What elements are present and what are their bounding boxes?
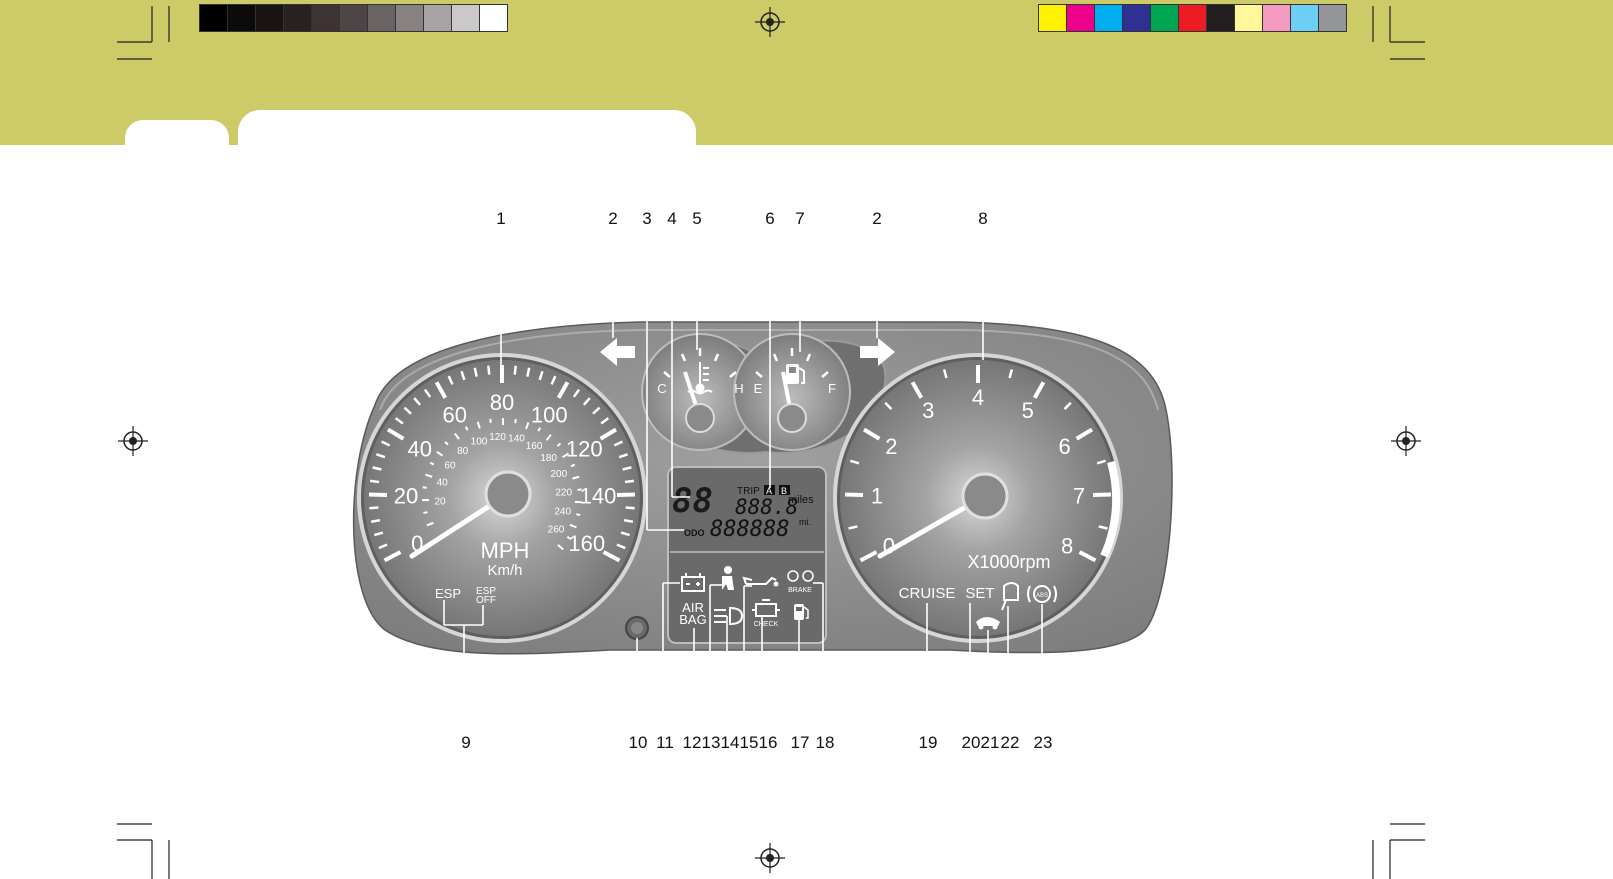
registration-target — [118, 426, 148, 456]
callout-label-7: 7 — [795, 209, 804, 228]
speedometer-tick — [625, 481, 634, 482]
speedometer-tick — [624, 520, 633, 522]
speedometer-kmh-tick — [576, 514, 580, 515]
callout-numbers-top: 1 2 3 4 5 6 7 2 8 — [496, 209, 987, 228]
callout-label-10: 10 — [629, 733, 648, 752]
speedometer-tick — [626, 508, 635, 509]
callout-label-13: 13 — [702, 733, 721, 752]
tachometer-label: 7 — [1073, 483, 1085, 508]
callout-label-14: 14 — [721, 733, 740, 752]
speedometer-tick — [369, 508, 378, 509]
speedometer-mph-label: 160 — [568, 531, 605, 556]
speedometer-tick — [371, 520, 380, 522]
speedometer-mph-label: 100 — [531, 402, 568, 427]
abs-warning-text: ABS — [1036, 593, 1048, 599]
callout-label-1: 1 — [496, 209, 505, 228]
callout-label-19: 19 — [919, 733, 938, 752]
speedometer-unit-kmh: Km/h — [487, 562, 522, 579]
speedometer-mph-label: 20 — [394, 483, 418, 508]
callout-label-2-left: 2 — [608, 209, 617, 228]
speedometer-kmh-label: 20 — [434, 497, 446, 508]
callout-label-3: 3 — [642, 209, 651, 228]
speedometer-kmh-tick — [423, 487, 427, 488]
callout-label-5: 5 — [692, 209, 701, 228]
lcd-odo-unit: mi. — [799, 517, 811, 527]
callout-label-22: 22 — [1001, 733, 1020, 752]
cruise-indicator: CRUISE — [899, 585, 956, 602]
esp-off-indicator-line2: OFF — [476, 595, 496, 606]
callout-label-15: 15 — [740, 733, 759, 752]
fuel-gauge-full-label: F — [828, 381, 836, 396]
tachometer-label: 1 — [871, 483, 883, 508]
callout-label-2-right: 2 — [872, 209, 881, 228]
cruise-set-indicator: SET — [965, 585, 994, 602]
speedometer-kmh-label: 200 — [551, 469, 568, 480]
callout-label-12: 12 — [683, 733, 702, 752]
speedometer-kmh-label: 60 — [444, 460, 456, 471]
callout-label-16: 16 — [759, 733, 778, 752]
tachometer-label: 2 — [885, 434, 897, 459]
callout-label-18: 18 — [816, 733, 835, 752]
airbag-warning-line2: BAG — [679, 612, 706, 627]
esp-indicator: ESP — [435, 586, 461, 601]
callout-label-6: 6 — [765, 209, 774, 228]
check-engine-text: CHECK — [754, 621, 779, 628]
callout-label-4: 4 — [667, 209, 676, 228]
callout-label-8: 8 — [978, 209, 987, 228]
speedometer-kmh-tick — [490, 419, 491, 423]
temp-gauge-cold-label: C — [657, 381, 666, 396]
speedometer-kmh-label: 240 — [554, 507, 571, 518]
callout-label-20: 20 — [962, 733, 981, 752]
speedometer-kmh-label: 100 — [471, 436, 488, 447]
lcd-odo-label: ODO — [684, 528, 705, 538]
speedometer-kmh-label: 160 — [526, 441, 543, 452]
lcd-odo-value: 888888 — [710, 517, 789, 542]
speedometer-mph-label: 120 — [566, 437, 603, 462]
speedometer-tick — [370, 481, 379, 482]
temp-gauge-hot-label: H — [734, 381, 743, 396]
speedometer-mph-label: 140 — [580, 483, 617, 508]
brake-warning-text: BRAKE — [788, 587, 812, 594]
speedometer-tick — [488, 366, 489, 375]
registration-target — [755, 843, 785, 873]
callout-label-23: 23 — [1034, 733, 1053, 752]
speedometer-mph-label: 60 — [442, 402, 466, 427]
speedometer-kmh-tick — [423, 512, 427, 513]
callout-label-17: 17 — [791, 733, 810, 752]
registration-target — [1391, 426, 1421, 456]
fuel-gauge-empty-label: E — [754, 381, 763, 396]
callout-numbers-bottom: 9 10 11 12 13 14 15 16 17 18 19 20 21 22… — [461, 733, 1052, 752]
speedometer-kmh-label: 260 — [548, 524, 565, 535]
tachometer-label: 6 — [1058, 434, 1070, 459]
callout-label-9: 9 — [461, 733, 470, 752]
callout-label-21: 21 — [981, 733, 1000, 752]
tachometer-label: 5 — [1022, 398, 1034, 423]
speedometer-mph-label: 80 — [490, 390, 514, 415]
speedometer-kmh-label: 40 — [437, 478, 449, 489]
speedometer-kmh-label: 120 — [489, 432, 506, 443]
lcd-trip-unit: miles — [788, 494, 814, 506]
speedometer-tick — [515, 366, 516, 375]
tachometer-label: 4 — [972, 385, 984, 410]
speedometer-kmh-label: 220 — [555, 488, 572, 499]
tachometer-label: 8 — [1061, 533, 1073, 558]
lcd-gear-digits: 88 — [672, 481, 713, 521]
tachometer-label: 3 — [922, 398, 934, 423]
speedometer-kmh-tick — [515, 419, 516, 423]
speedometer-unit-mph: MPH — [481, 538, 530, 563]
speedometer-kmh-label: 140 — [508, 434, 525, 445]
speedometer-kmh-label: 180 — [540, 453, 557, 464]
speedometer-mph-label: 40 — [407, 437, 431, 462]
callout-label-11: 11 — [656, 733, 674, 752]
speedometer-kmh-label: 80 — [457, 446, 469, 457]
registration-target — [755, 7, 785, 37]
tachometer-unit: X1000rpm — [967, 552, 1050, 572]
